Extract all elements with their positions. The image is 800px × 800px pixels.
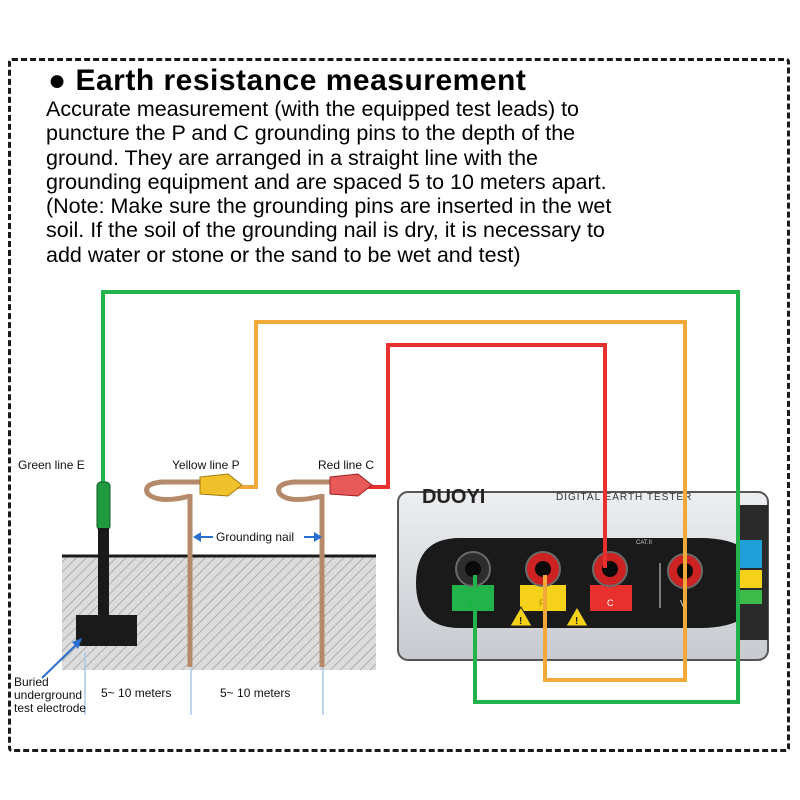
red-probe-clip [329, 473, 373, 497]
terminal-c-color-block [590, 585, 632, 611]
electrode-rod [98, 528, 109, 616]
side-color-blue [740, 540, 762, 568]
svg-text:!: ! [519, 616, 522, 627]
distance-label-2: 5~ 10 meters [220, 686, 290, 700]
green-line-label: Green line E [18, 458, 85, 472]
terminal-p-label: P [539, 598, 545, 608]
red-wire-c [366, 343, 607, 568]
grounding-nail-pointer [193, 532, 322, 542]
terminal-e-hole [465, 561, 481, 577]
electrode-plate [76, 615, 137, 646]
ground [62, 554, 376, 670]
description-line: (Note: Make sure the grounding pins are … [46, 194, 612, 219]
yellow-probe-clip [199, 473, 243, 497]
description-text: Accurate measurement (with the equipped … [46, 97, 786, 267]
device-model-label: DIGITAL EARTH TESTER [556, 492, 692, 503]
buried-label-line-2: underground [14, 688, 82, 702]
terminal-c: C CAT.II [590, 540, 652, 611]
warning-icon: ! [565, 606, 589, 627]
description-line: grounding equipment and are spaced 5 to … [46, 169, 607, 194]
buried-label-line-1: Buried [14, 675, 49, 689]
side-color-yellow [740, 570, 762, 588]
green-probe-clip [96, 481, 111, 531]
green-wire-e [101, 290, 740, 704]
red-line-label: Red line C [318, 458, 374, 472]
earth-tester-device: DUOYI DIGITAL EARTH TESTER E P C CAT.II [397, 486, 769, 661]
buried-label-line-3: test electrode [14, 701, 86, 715]
side-color-green [740, 590, 762, 604]
grounding-nail-p [144, 473, 243, 667]
svg-text:!: ! [575, 616, 578, 627]
description-line: ground. They are arranged in a straight … [46, 145, 539, 170]
description-line: add water or stone or the sand to be wet… [46, 242, 521, 267]
distance-label-1: 5~ 10 meters [101, 686, 171, 700]
nail-p-handle [144, 479, 208, 502]
distance-guides [84, 652, 324, 715]
electrode-pointer [41, 638, 82, 679]
description-line: Accurate measurement (with the equipped … [46, 97, 580, 121]
description-line: puncture the P and C grounding pins to t… [46, 121, 576, 146]
page-title: ● Earth resistance measurement [48, 64, 527, 97]
grounding-nail-c [276, 473, 373, 667]
dashed-frame [8, 58, 790, 752]
yellow-line-label: Yellow line P [172, 458, 240, 472]
nail-c-handle [276, 479, 338, 502]
device-brand: DUOYI [422, 486, 485, 508]
terminal-e: E [452, 551, 494, 611]
soil-block [62, 556, 376, 670]
terminal-e-label: E [469, 598, 475, 608]
description-line: soil. If the soil of the grounding nail … [46, 218, 605, 243]
terminal-c-label: C [607, 598, 614, 608]
buried-test-electrode [76, 481, 137, 646]
grounding-nail-label: Grounding nail [216, 530, 294, 544]
yellow-wire-p [237, 320, 687, 682]
cat-rating-label: CAT.II [636, 540, 652, 546]
terminal-p-hole [535, 561, 551, 577]
warning-icon: ! [509, 606, 533, 627]
